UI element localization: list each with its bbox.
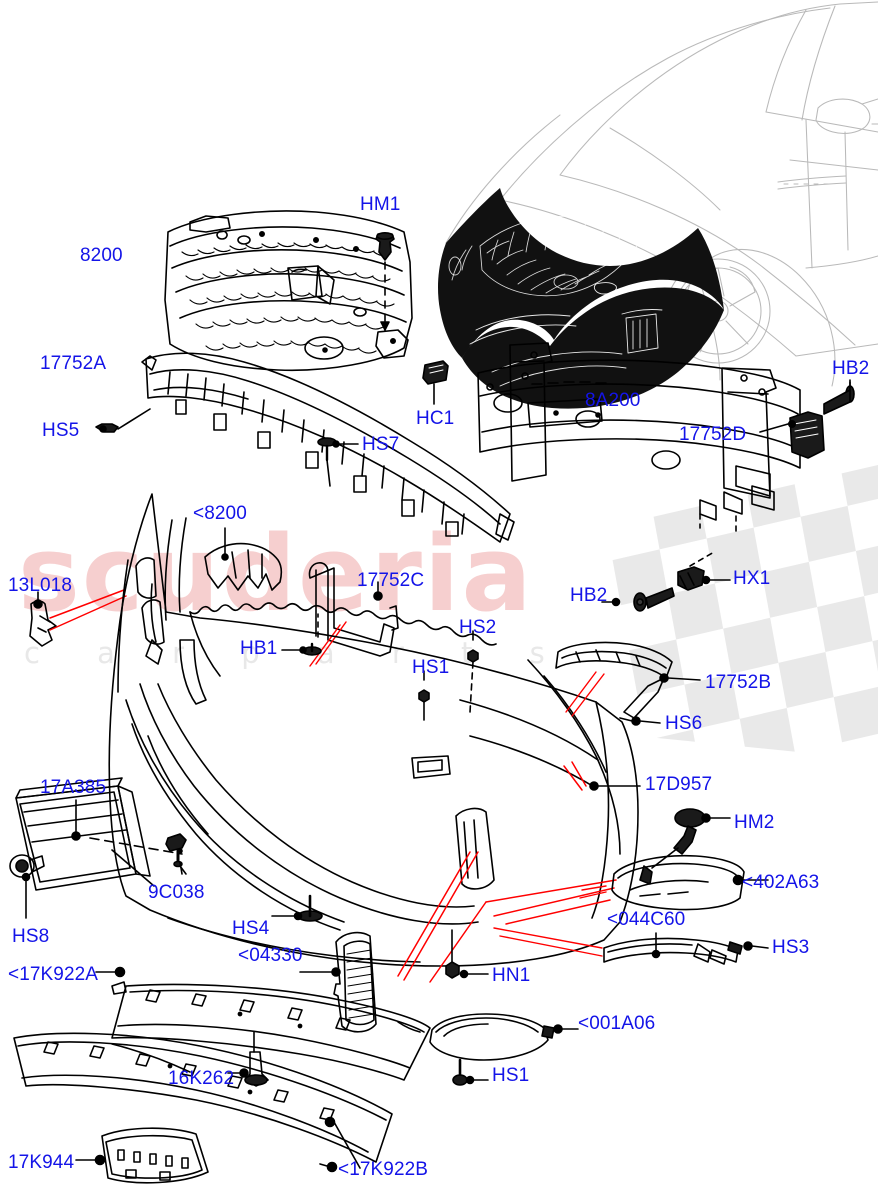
- part-fog-lamp-bezel: [299, 931, 377, 1033]
- part-bumper-armature: [477, 342, 801, 535]
- fastener-HN1: [445, 929, 489, 979]
- fastener-HM1: [375, 232, 395, 331]
- callout-HM2[interactable]: HM2: [734, 812, 775, 833]
- callout-HS1-centre[interactable]: HS1: [412, 657, 450, 678]
- part-bracket-right: [759, 411, 825, 459]
- part-tow-eye-flap: [429, 1013, 579, 1086]
- callout-001A06[interactable]: <001A06: [578, 1013, 656, 1034]
- callout-402A63[interactable]: <402A63: [742, 872, 820, 893]
- callout-HS2[interactable]: HS2: [459, 617, 497, 638]
- fastener-HS1-centre: [418, 670, 430, 721]
- callout-16K262[interactable]: 16K262: [168, 1068, 235, 1089]
- callout-13L018[interactable]: 13L018: [8, 575, 73, 596]
- callout-HM1[interactable]: HM1: [360, 194, 401, 215]
- callout-17D957[interactable]: 17D957: [645, 774, 713, 795]
- callout-9C038[interactable]: 9C038: [148, 882, 205, 903]
- part-bracket-centre: [308, 562, 399, 667]
- callout-HX1[interactable]: HX1: [733, 568, 771, 589]
- part-corner-moulding: [579, 854, 769, 911]
- fastener-HS5: [95, 408, 151, 433]
- callout-17K922B[interactable]: <17K922B: [338, 1159, 429, 1180]
- callout-HS5[interactable]: HS5: [42, 420, 80, 441]
- callout-HS1-lower[interactable]: HS1: [492, 1065, 530, 1086]
- watermark-brand: scuderia: [18, 513, 534, 635]
- callout-044C60[interactable]: <044C60: [607, 909, 686, 930]
- callout-HS8[interactable]: HS8: [12, 926, 50, 947]
- fastener-HX1: [677, 551, 731, 591]
- callout-17K944[interactable]: 17K944: [8, 1152, 75, 1173]
- callout-17752A[interactable]: 17752A: [40, 353, 107, 374]
- part-grille-insert-small: [204, 527, 283, 591]
- callout-HB2-right[interactable]: HB2: [832, 358, 870, 379]
- callout-HN1[interactable]: HN1: [492, 965, 531, 986]
- callout-HS3[interactable]: HS3: [772, 937, 810, 958]
- fastener-16K262: [227, 1031, 269, 1087]
- fastener-HS4: [271, 894, 323, 922]
- callout-HS4[interactable]: HS4: [232, 918, 270, 939]
- fastener-HS2-centre: [467, 630, 479, 713]
- callout-8200-sub[interactable]: <8200: [193, 503, 247, 524]
- part-undertray-panel: [75, 1127, 209, 1184]
- fastener-HB2-centre: [601, 587, 675, 612]
- fastener-HS8: [9, 854, 45, 919]
- callout-17752C[interactable]: 17752C: [357, 570, 425, 591]
- part-bracket-left-lower: [555, 641, 701, 726]
- part-air-deflector-lower: [13, 1032, 393, 1173]
- callout-17752D[interactable]: 17752D: [679, 424, 747, 445]
- callout-HB1[interactable]: HB1: [240, 638, 278, 659]
- part-upper-bumper-reinforcement: [141, 352, 515, 543]
- callout-HS6[interactable]: HS6: [665, 713, 703, 734]
- callout-17K922A[interactable]: <17K922A: [8, 964, 99, 985]
- fastener-HC1: [422, 360, 449, 405]
- callout-HB2-centre[interactable]: HB2: [570, 585, 608, 606]
- vehicle-highlighted-bumper: [438, 188, 724, 409]
- fastener-HS7: [317, 437, 359, 487]
- part-bumper-cover: [108, 493, 641, 983]
- callout-8A200[interactable]: 8A200: [585, 390, 641, 411]
- part-air-deflector-upper: [95, 966, 431, 1081]
- watermark-tagline: c a r p a r t s: [24, 636, 569, 670]
- callout-8200[interactable]: 8200: [80, 245, 123, 266]
- callout-17752B[interactable]: 17752B: [705, 672, 772, 693]
- fastener-HB1: [281, 642, 322, 656]
- callout-04330[interactable]: <04330: [238, 945, 303, 966]
- part-tow-eye-cover: [29, 589, 127, 647]
- callout-17A385[interactable]: 17A385: [40, 777, 107, 798]
- part-licence-plate-bracket: [15, 777, 183, 891]
- part-lower-valance-trim: [493, 927, 769, 965]
- fastener-9C038: [165, 833, 187, 875]
- part-radiator-grille: [164, 210, 413, 372]
- callout-HC1[interactable]: HC1: [416, 408, 455, 429]
- fastener-HB2-right: [823, 379, 855, 415]
- callout-HS7[interactable]: HS7: [362, 434, 400, 455]
